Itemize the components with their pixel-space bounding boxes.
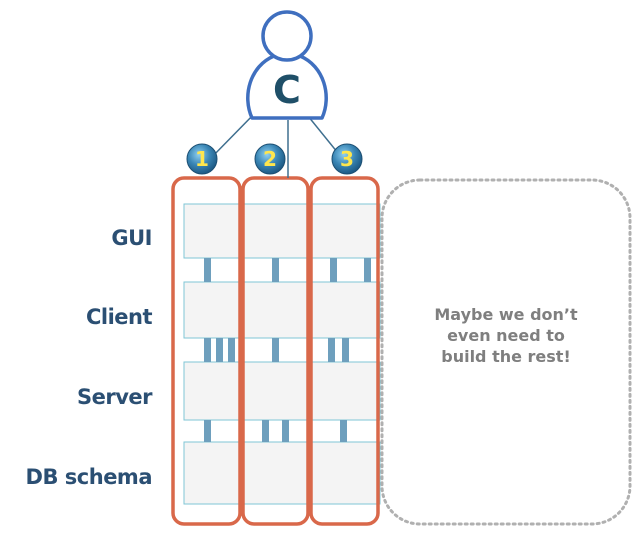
connector <box>328 338 335 362</box>
layer-label-client: Client <box>85 305 153 329</box>
connector <box>204 258 211 282</box>
connector <box>204 420 211 442</box>
connector <box>228 338 235 362</box>
layer-row-db-schema <box>183 441 381 505</box>
connector <box>330 258 337 282</box>
layer-row-gui <box>183 203 381 259</box>
badge-1: 1 <box>186 143 218 175</box>
layer-label-db-schema: DB schema <box>25 465 153 489</box>
note-line: build the rest! <box>441 347 571 366</box>
note-line: even need to <box>447 326 565 345</box>
layer-rows <box>183 203 381 505</box>
connector <box>216 338 223 362</box>
badge-circle <box>331 143 363 175</box>
layer-connectors <box>204 258 371 442</box>
avatar-head <box>261 10 313 62</box>
slice-1 <box>171 176 242 526</box>
layer-label-gui: GUI <box>111 226 152 250</box>
note-line: Maybe we don’t <box>434 305 578 324</box>
slice-number-badges: 1 2 3 <box>186 143 363 175</box>
layer-row-server <box>183 361 381 421</box>
slice-2 <box>241 176 310 526</box>
layer-label-server: Server <box>76 385 153 409</box>
connector <box>342 338 349 362</box>
connector <box>262 420 269 442</box>
badge-3: 3 <box>331 143 363 175</box>
connector <box>340 420 347 442</box>
slice-3 <box>309 176 380 526</box>
badge-number: 3 <box>340 147 354 171</box>
customer-avatar-icon: C <box>246 10 328 120</box>
unbuilt-region <box>380 178 632 526</box>
badge-circle <box>254 143 286 175</box>
connector <box>282 420 289 442</box>
vertical-slices <box>171 176 380 526</box>
avatar-letter: C <box>273 68 301 112</box>
badge-number: 2 <box>263 147 277 171</box>
badge-circle <box>186 143 218 175</box>
layer-row-client <box>183 281 381 339</box>
connector <box>272 338 279 362</box>
connector <box>272 258 279 282</box>
connector <box>364 258 371 282</box>
connector <box>204 338 211 362</box>
unbuilt-note: Maybe we don’t even need to build the re… <box>392 304 620 367</box>
link-slice-1 <box>208 109 259 161</box>
badge-2: 2 <box>254 143 286 175</box>
badge-number: 1 <box>195 147 209 171</box>
